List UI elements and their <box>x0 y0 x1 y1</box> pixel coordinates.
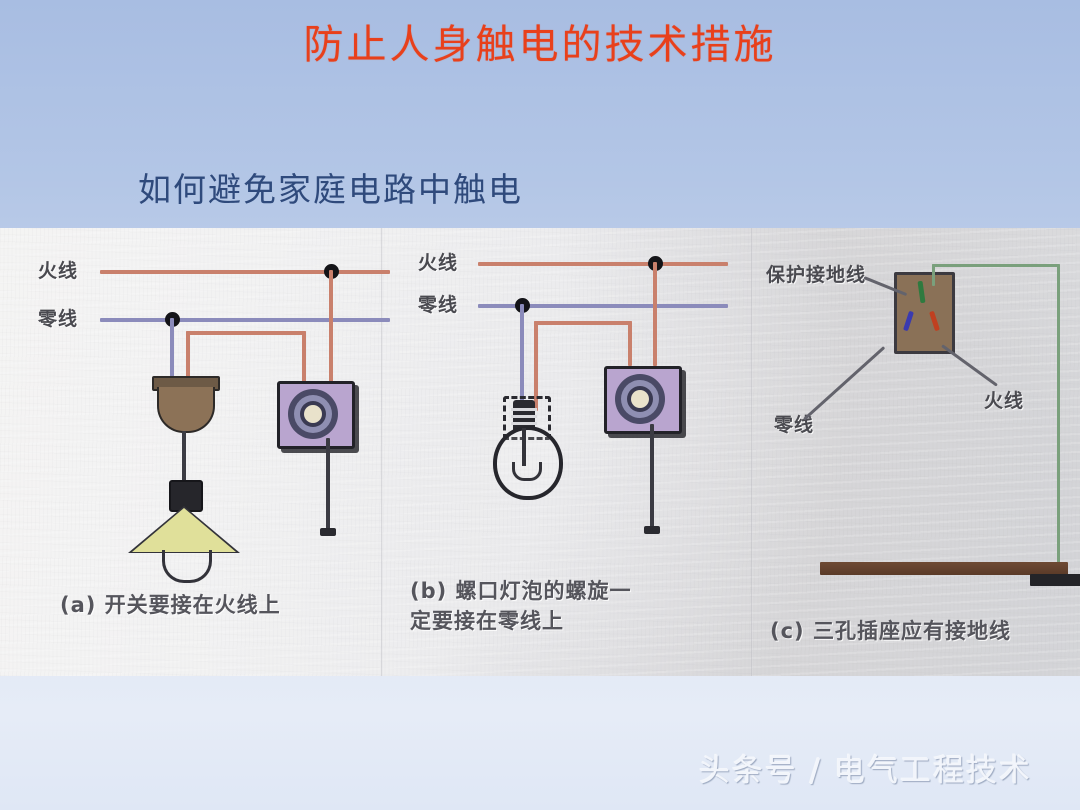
panel-a-caption: (a) 开关要接在火线上 <box>60 593 281 617</box>
panel-seam-b-c <box>751 228 753 676</box>
panel-b-bulb-filament-stem <box>522 428 526 466</box>
panel-c-neutral-pointer <box>802 346 886 421</box>
panel-b-pull-cord-switch[interactable] <box>604 366 682 434</box>
page-title: 防止人身触电的技术措施 <box>303 22 777 68</box>
panel-b-neutral-drop <box>520 304 524 410</box>
panel-a-switch-cord-end <box>320 528 336 536</box>
panel-a-live-wire <box>100 270 390 274</box>
panel-a-switch-return-left <box>186 331 190 381</box>
panel-c-live-label: 火线 <box>984 390 1025 412</box>
panel-a-switch-center <box>304 405 322 423</box>
panel-a-neutral-wire <box>100 318 390 322</box>
panel-c-ground-pad <box>1030 574 1080 586</box>
panel-b-switch-cord-end <box>644 526 660 534</box>
panel-b-bulb-glass <box>493 426 563 500</box>
panel-a-neutral-drop <box>170 318 174 380</box>
panel-c-socket-earth-slot <box>917 280 926 304</box>
panel-b-switch-center <box>631 390 649 408</box>
panel-c-socket-neutral-slot <box>903 310 914 332</box>
watermark: 头条号 / 电气工程技术 <box>698 753 1032 789</box>
panel-b-bulb-thread-1 <box>511 408 537 411</box>
panel-c: 保护接地线 零线 火线 (c) 三孔插座应有接地线 <box>752 228 1080 676</box>
panel-b-bulb-thread-3 <box>511 422 537 425</box>
slide-subtitle: 如何避免家庭电路中触电 <box>138 170 523 209</box>
panel-b-live-label: 火线 <box>418 252 459 274</box>
panel-a-neutral-label: 零线 <box>38 308 79 330</box>
panel-a-lamp-shade <box>132 508 236 552</box>
panel-b-neutral-label: 零线 <box>418 294 459 316</box>
panel-c-socket-live-slot <box>929 310 940 332</box>
panel-b-neutral-wire <box>478 304 728 308</box>
panel-a-lamp-bulb <box>162 550 212 583</box>
panel-c-live-pointer <box>941 344 998 387</box>
panel-c-earth-wire-top <box>932 264 1060 267</box>
panel-b-caption: (b) 螺口灯泡的螺旋一 定要接在零线上 <box>410 576 632 637</box>
panel-seam-a-b <box>381 228 383 676</box>
panel-c-earth-wire-down <box>1057 264 1060 570</box>
figure-image: 火线 零线 <box>0 228 1080 676</box>
panel-a-pendant-cord <box>182 431 186 503</box>
panel-b-switch-return-horizontal <box>534 321 632 325</box>
panel-a-live-drop-to-switch <box>329 270 333 385</box>
panel-b-bulb-filament <box>512 462 542 481</box>
panel-c-three-hole-socket <box>894 272 955 354</box>
panel-a-ceiling-rose-dome <box>157 387 215 433</box>
panel-a-switch-return-horizontal <box>186 331 306 335</box>
panel-b-switch-pull-cord <box>650 424 654 528</box>
panel-c-caption: (c) 三孔插座应有接地线 <box>770 619 1011 643</box>
panel-c-earth-wire-stub <box>932 264 935 286</box>
panel-a-switch-pull-cord <box>326 438 330 530</box>
panel-a: 火线 零线 <box>0 228 390 676</box>
panel-b-live-drop-to-switch <box>653 262 657 366</box>
panel-a-switch-return-right <box>302 331 306 385</box>
panel-c-earth-label: 保护接地线 <box>766 264 867 286</box>
panel-b-switch-return-right <box>628 321 632 366</box>
panel-b-switch-return-left <box>534 321 538 411</box>
panel-a-pull-cord-switch[interactable] <box>277 381 355 449</box>
panel-b: 火线 零线 <box>382 228 750 676</box>
panel-b-caption-line2: 定要接在零线上 <box>410 609 564 634</box>
panel-b-live-wire <box>478 262 728 266</box>
panel-a-live-label: 火线 <box>38 260 79 282</box>
panel-b-caption-line1: (b) 螺口灯泡的螺旋一 <box>410 579 632 603</box>
panel-c-ground-bar <box>820 562 1068 575</box>
panel-b-bulb-thread-2 <box>511 415 537 418</box>
